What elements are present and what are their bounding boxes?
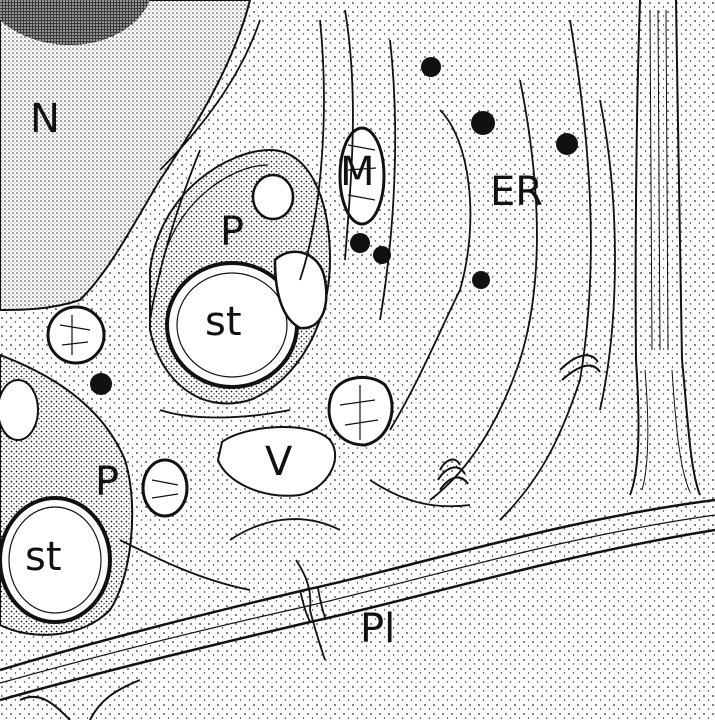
label-plastid-lower: P	[95, 459, 119, 505]
mitochondrion-middle	[329, 377, 392, 445]
label-vacuole: V	[265, 439, 293, 485]
label-mitochondrion: M	[340, 149, 375, 195]
label-plasmodesma: Pl	[360, 606, 395, 652]
label-plastid-upper: P	[220, 209, 244, 255]
label-er: ER	[490, 169, 543, 215]
label-starch-upper: st	[205, 299, 242, 345]
label-nucleus: N	[30, 96, 60, 142]
mitochondrion-lower	[143, 460, 187, 516]
mitochondrion-left	[48, 307, 104, 363]
label-starch-lower: st	[25, 534, 62, 580]
